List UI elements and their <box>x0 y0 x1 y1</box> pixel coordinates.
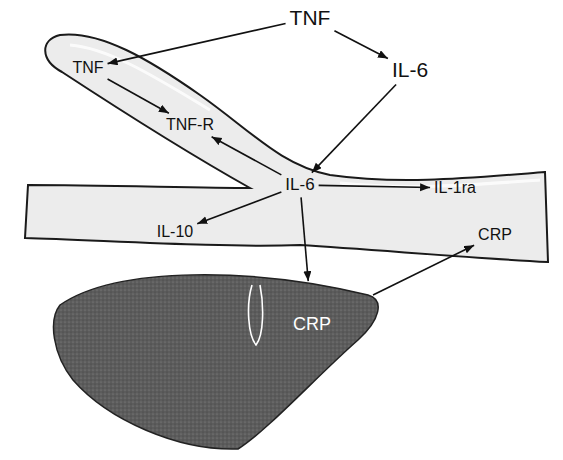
liver-organ: CRP <box>48 265 388 453</box>
cytokine-label: TNF <box>72 59 103 77</box>
signal-arrow <box>301 197 308 281</box>
liver-shape <box>54 275 379 449</box>
signal-arrow <box>319 185 430 187</box>
signal-arrow <box>334 31 387 59</box>
cytokine-label: IL-6 <box>285 176 314 195</box>
liver-outline <box>48 265 388 453</box>
cytokine-node: TNF <box>70 58 105 78</box>
signal-arrow <box>108 23 286 63</box>
cytokine-node: TNF-R <box>164 115 216 135</box>
signal-arrow <box>373 245 474 295</box>
liver-ligament <box>249 285 263 345</box>
cytokine-label: CRP <box>293 315 331 335</box>
cytokine-node: IL-6 <box>283 175 316 196</box>
signal-arrow <box>197 192 281 224</box>
cytokine-node: IL-1ra <box>432 178 478 198</box>
vessel-shading <box>70 45 540 186</box>
cytokine-label: IL-6 <box>392 58 428 81</box>
cytokine-label: IL-10 <box>157 223 193 241</box>
cytokine-node: CRP <box>476 225 514 245</box>
cytokine-label: TNF <box>290 6 331 29</box>
signal-arrow <box>108 79 169 113</box>
cytokine-node: IL-6 <box>390 57 430 82</box>
cytokine-label: TNF-R <box>166 116 214 134</box>
cytokine-node: IL-10 <box>155 222 195 242</box>
cytokine-label: CRP <box>478 226 512 244</box>
blood-vessel <box>25 34 548 262</box>
signal-arrow <box>212 137 282 175</box>
cytokine-label: IL-1ra <box>434 179 476 197</box>
signal-arrow <box>312 85 396 173</box>
cytokine-node: TNF <box>288 5 333 30</box>
